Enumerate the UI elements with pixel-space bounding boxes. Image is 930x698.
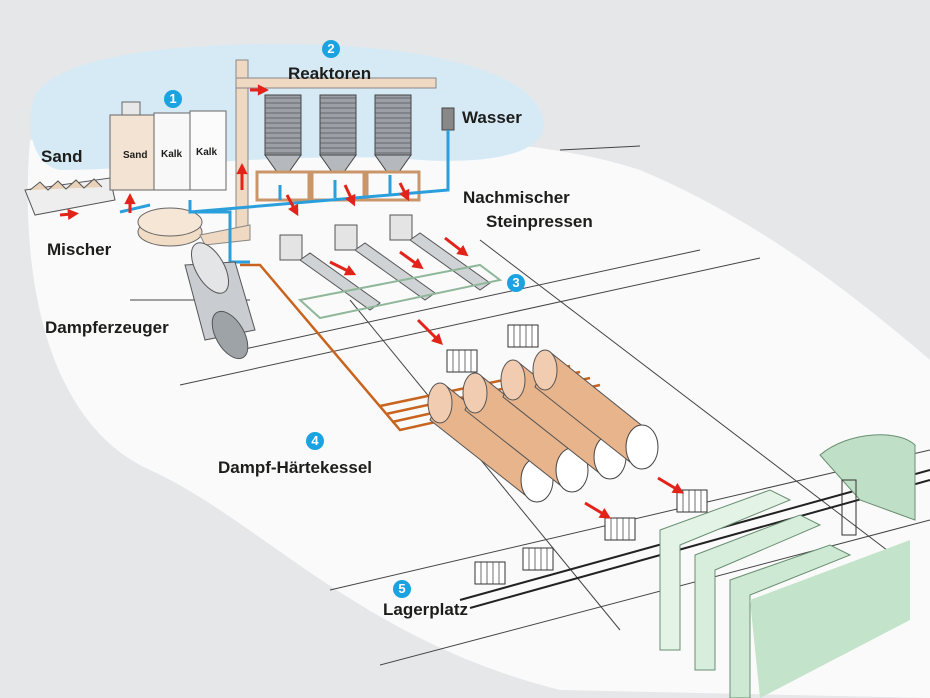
autoclaves: [427, 349, 659, 503]
flow-arrow: [416, 318, 440, 342]
flow-arrow-head: [431, 333, 443, 345]
label-reaktoren: Reaktoren: [288, 64, 372, 83]
flow-arrow-head: [343, 265, 357, 276]
autoclave-end: [427, 382, 453, 424]
step-badge-1: 1: [164, 90, 182, 108]
label-dampferzeuger: Dampferzeuger: [45, 318, 169, 337]
reactor: [374, 94, 412, 156]
flow-arrows: [59, 84, 685, 519]
flow-arrow-head: [236, 163, 248, 175]
brick-stack: [676, 489, 708, 513]
label-nachmischer: Nachmischer: [463, 188, 570, 207]
flow-arrow-head: [67, 208, 79, 220]
silo-block: [109, 101, 227, 191]
flow-arrow-head: [598, 508, 612, 519]
brick-stacks: [446, 324, 708, 585]
reactor-frame: [255, 170, 311, 202]
steam-generator: [184, 242, 256, 360]
flow-arrow-head: [456, 245, 469, 257]
reactor-frame: [365, 170, 421, 202]
press: [334, 224, 358, 251]
flow-arrow-head: [399, 188, 410, 202]
elevator: [199, 59, 437, 246]
halls: [659, 434, 916, 698]
sand-conveyor: [24, 177, 116, 216]
flow-arrow-head: [411, 258, 424, 270]
step-badge-2: 2: [322, 40, 340, 58]
press-conveyor: [299, 252, 381, 311]
label-steinpressen: Steinpressen: [486, 212, 593, 231]
transfer-rack: [297, 263, 503, 320]
flow-arrow-head: [124, 193, 136, 205]
flow-arrow-head: [288, 203, 299, 217]
silo-label-kalk-1: Kalk: [161, 149, 183, 160]
reactor: [264, 94, 302, 156]
brick-stack: [446, 349, 478, 373]
autoclave-end: [500, 359, 526, 401]
flow-arrow-head: [257, 84, 269, 96]
silo-label-kalk-2: Kalk: [196, 147, 218, 158]
brick-stack: [604, 517, 636, 541]
label-lagerplatz: Lagerplatz: [383, 600, 469, 619]
reactor: [319, 94, 357, 156]
label-haertekessel: Dampf-Härtekessel: [218, 458, 373, 477]
label-sand: Sand: [41, 147, 83, 166]
autoclave-end: [532, 349, 558, 391]
autoclave-end: [462, 372, 488, 414]
water-tank: [441, 107, 455, 131]
press: [389, 214, 413, 241]
step-badge-4: 4: [306, 432, 324, 450]
step-badge-3: 3: [507, 274, 525, 292]
label-wasser: Wasser: [462, 108, 522, 127]
mixer: [137, 207, 203, 247]
brick-stack: [474, 561, 506, 585]
flow-arrow-head: [345, 193, 356, 207]
stone-presses: [279, 214, 503, 320]
brick-stack: [522, 547, 554, 571]
silo-label-sand: Sand: [123, 150, 148, 161]
step-badge-5: 5: [393, 580, 411, 598]
label-mischer: Mischer: [47, 240, 112, 259]
press: [279, 234, 303, 261]
brick-stack: [507, 324, 539, 348]
flow-arrow-head: [671, 483, 685, 494]
autoclave-door: [625, 424, 659, 470]
water-pipes: [119, 130, 450, 264]
